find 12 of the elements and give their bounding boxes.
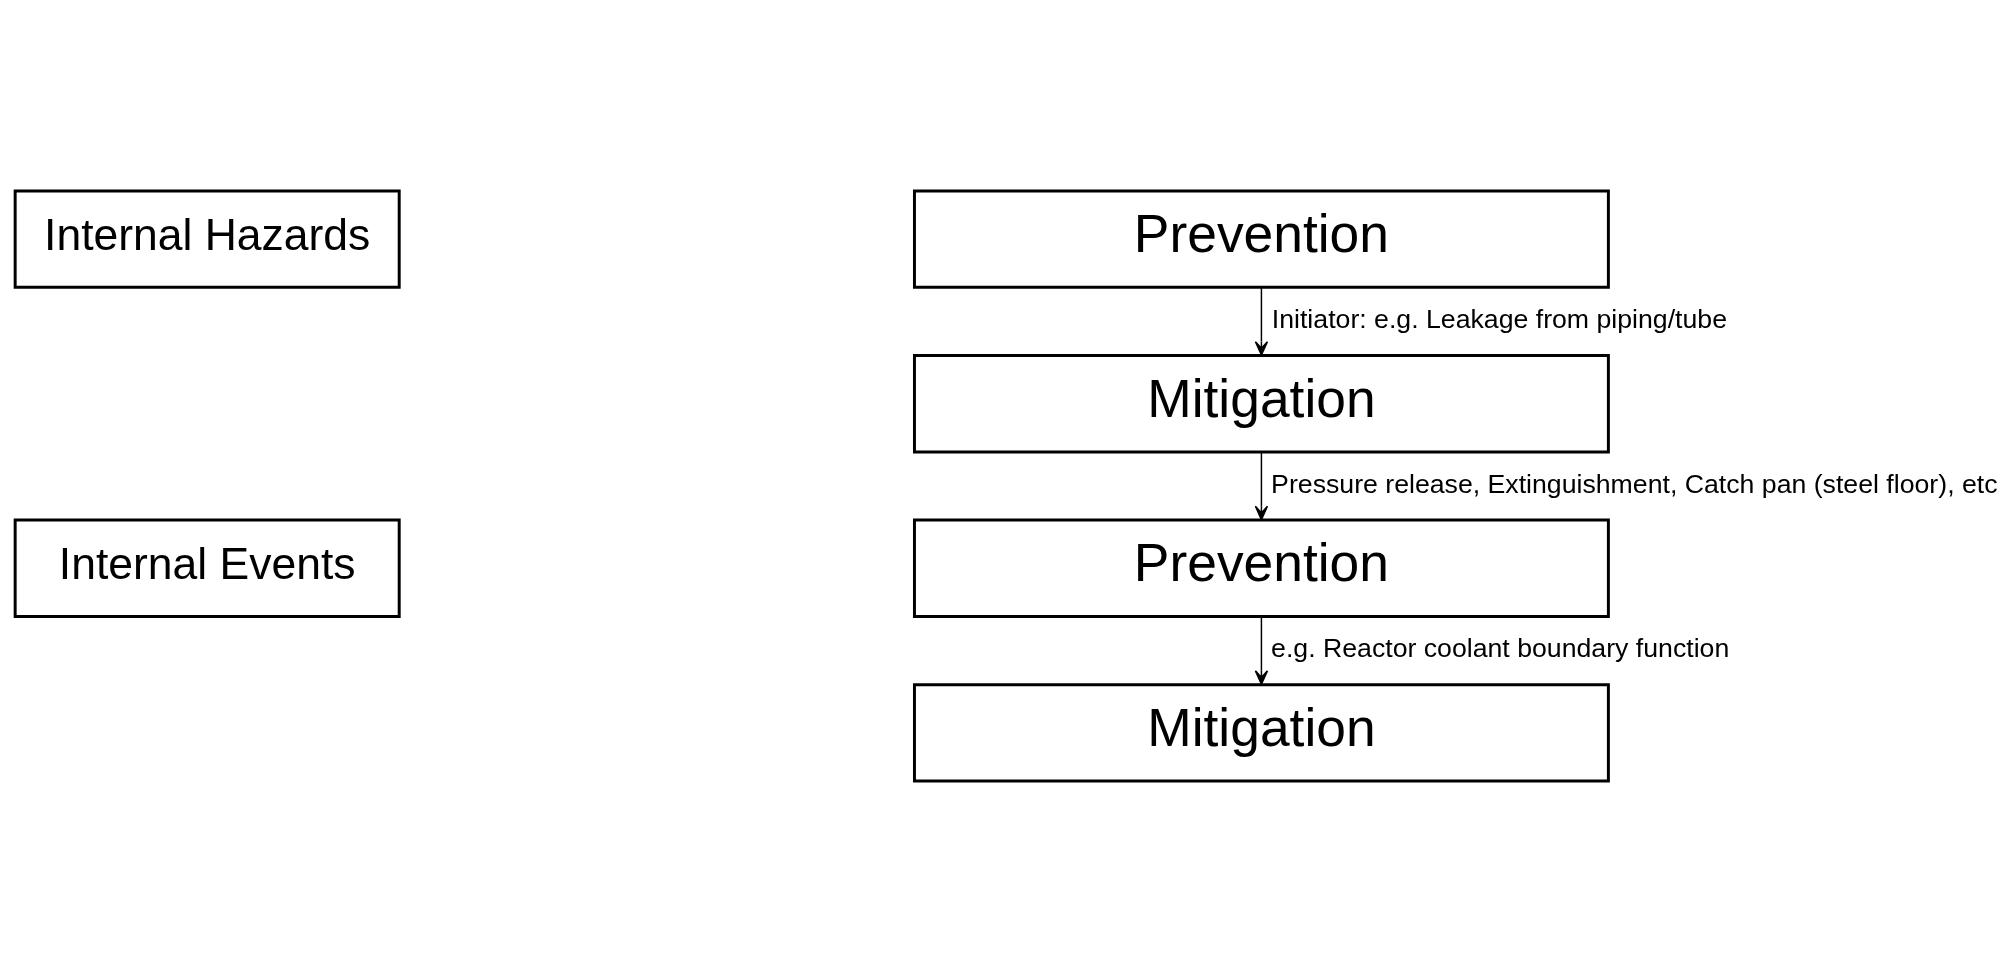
arrow (1254, 286, 1269, 356)
node-box: Internal Hazards (13, 188, 401, 289)
node-box: Prevention (912, 188, 1610, 289)
arrow (1254, 450, 1269, 520)
edge-label: Pressure release, Extinguishment, Catch pan (steel floor), etc (1271, 468, 1998, 499)
arrow (1254, 615, 1269, 685)
node-box: Prevention (912, 518, 1610, 618)
node-box: Internal Events (13, 518, 401, 618)
edge-label: e.g. Reactor coolant boundary function (1271, 632, 1730, 663)
node-box: Mitigation (912, 353, 1610, 453)
node-box: Mitigation (912, 682, 1610, 783)
edge-label: Initiator: e.g. Leakage from piping/tube (1271, 303, 1727, 334)
